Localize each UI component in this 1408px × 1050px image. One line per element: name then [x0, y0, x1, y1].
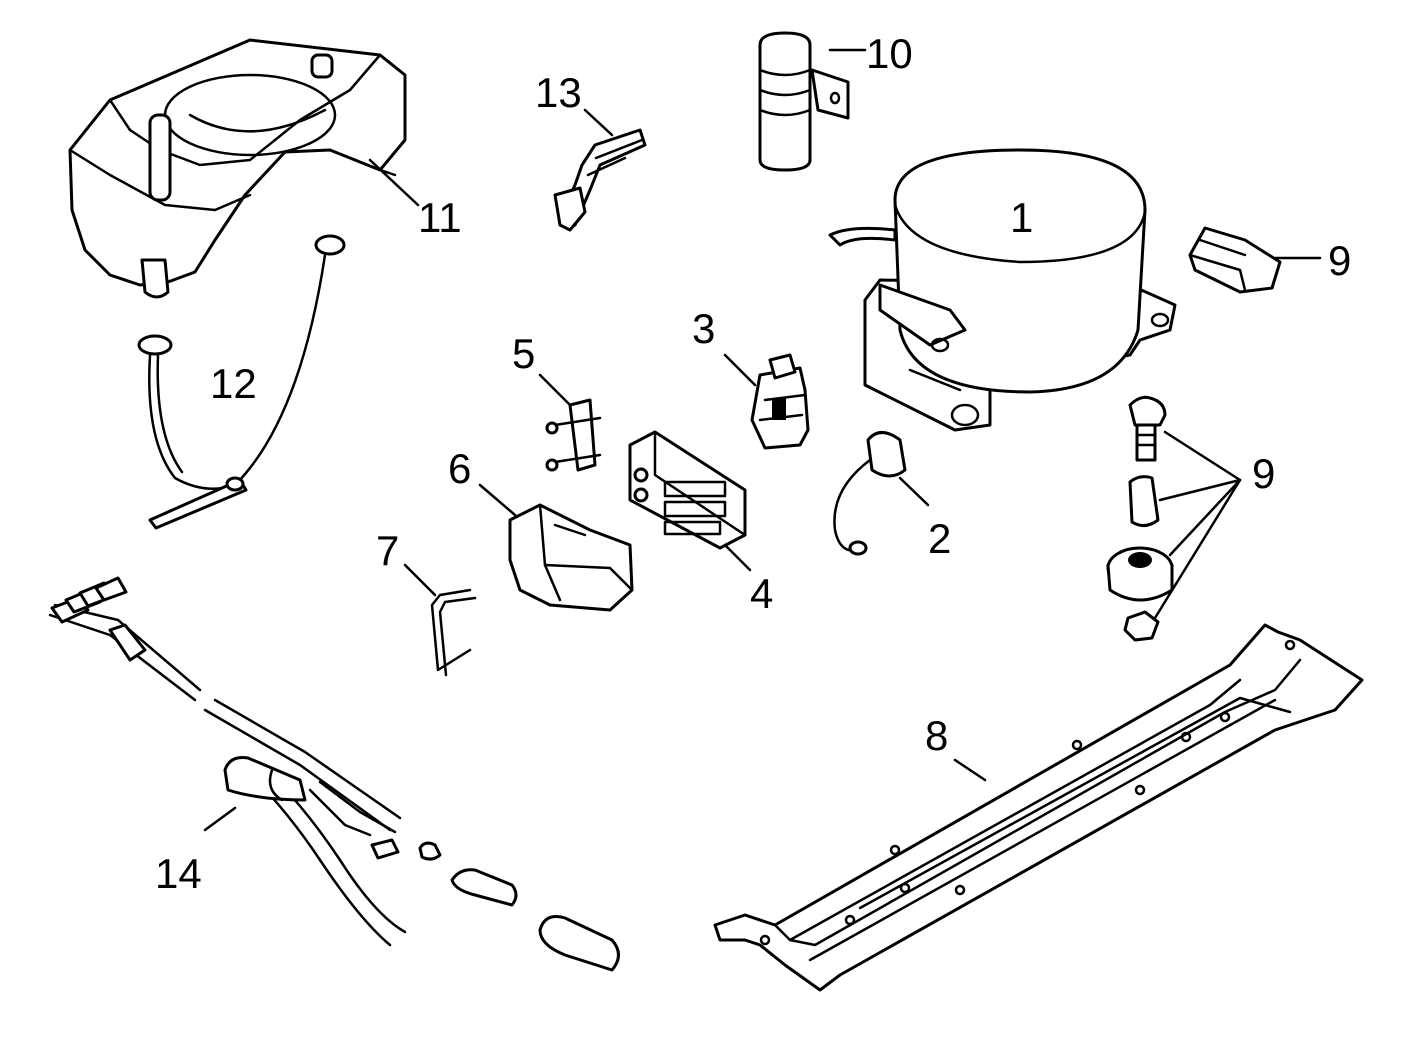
leader-9-spacer [1158, 478, 1242, 502]
callout-3: 3 [692, 305, 715, 352]
part-5-connector [545, 398, 602, 472]
part-7-retaining-clip [430, 588, 477, 677]
part-2-plug [833, 431, 907, 556]
leader-2 [898, 476, 930, 507]
leader-7 [403, 563, 437, 597]
leader-5 [538, 373, 572, 407]
part-13-clip [553, 128, 647, 232]
leader-lines [203, 48, 1322, 832]
leader-4 [723, 543, 752, 572]
callout-12: 12 [210, 360, 257, 407]
leader-11 [368, 158, 420, 207]
leader-9-grommet [1168, 478, 1242, 557]
callout-labels: 1 2 3 4 5 6 7 8 9 9 10 11 12 13 14 [155, 30, 1351, 897]
callout-9-top: 9 [1328, 237, 1351, 284]
leader-6 [478, 483, 517, 517]
callout-11: 11 [418, 194, 462, 241]
part-8-base-rail [713, 623, 1364, 992]
callout-5: 5 [512, 330, 535, 377]
callout-4: 4 [750, 570, 773, 617]
leader-3 [723, 353, 757, 387]
callout-6: 6 [448, 445, 471, 492]
part-12-drain-tube [137, 234, 346, 530]
part-1-compressor [828, 148, 1177, 432]
part-11-drain-pan [68, 38, 407, 299]
part-6-relay-cover [508, 503, 634, 612]
callout-2: 2 [928, 515, 951, 562]
callout-9-hardware: 9 [1252, 450, 1275, 497]
callout-1: 1 [1010, 194, 1033, 241]
callout-13: 13 [535, 69, 582, 116]
callout-7: 7 [376, 527, 399, 574]
leader-8 [953, 758, 987, 782]
part-9-mounting-hardware [1106, 395, 1174, 642]
leader-13 [583, 108, 614, 137]
part-4-relay [628, 430, 747, 550]
leader-9-nut [1153, 478, 1242, 620]
callout-8: 8 [925, 712, 948, 759]
part-10-capacitor [758, 31, 850, 172]
part-3-thermostat [750, 353, 810, 450]
leader-9-bolt [1163, 430, 1242, 482]
part-14-power-cord [48, 576, 620, 972]
leader-14 [203, 806, 237, 832]
part-9-grommet [1188, 226, 1282, 294]
callout-10: 10 [866, 30, 913, 77]
callout-14: 14 [155, 850, 202, 897]
